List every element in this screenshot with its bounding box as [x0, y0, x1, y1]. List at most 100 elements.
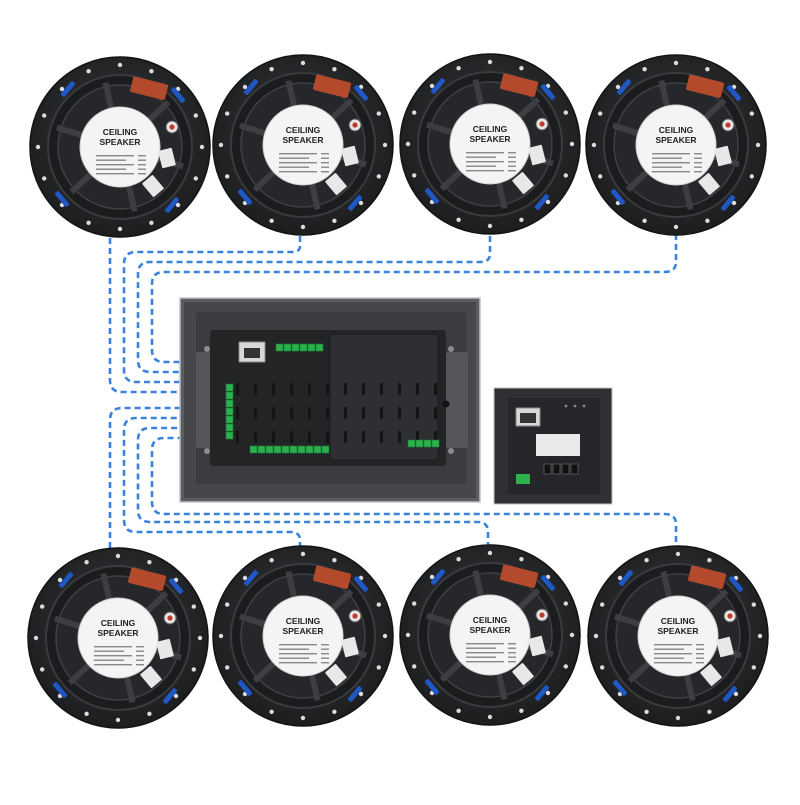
speaker-label	[449, 103, 531, 185]
speaker-label	[635, 104, 717, 186]
mounting-clip	[237, 680, 253, 696]
vent-slot	[416, 383, 419, 395]
spec-tag	[156, 638, 174, 660]
mounting-clip	[720, 195, 736, 211]
speaker-label-line2: SPEAKER	[99, 137, 140, 147]
spec-tag	[142, 175, 164, 197]
vent-slot	[308, 431, 311, 443]
cable-7	[136, 426, 490, 548]
vent-slot	[380, 383, 383, 395]
mounting-clip	[168, 578, 184, 594]
screw-icon	[448, 346, 454, 352]
tweeter-cover	[313, 74, 352, 98]
mounting-clip	[347, 195, 363, 211]
vent-slot	[290, 407, 293, 419]
speaker-label-line2: SPEAKER	[97, 628, 138, 638]
speaker-label-line1: CEILING	[661, 616, 696, 626]
control-terminal	[516, 474, 530, 484]
mounting-clip	[347, 686, 363, 702]
wall-control-panel	[493, 387, 613, 505]
control-connector	[561, 463, 570, 475]
tweeter-cover	[130, 76, 169, 100]
mounting-clip	[54, 191, 70, 207]
tweeter-cover	[686, 74, 725, 98]
screw-icon	[204, 448, 210, 454]
mounting-clip	[58, 572, 74, 588]
vent-slot	[236, 431, 239, 443]
right-bracket	[446, 352, 468, 448]
mounting-clip	[424, 188, 440, 204]
speaker-label-line1: CEILING	[286, 125, 321, 135]
screw-icon	[204, 346, 210, 352]
vent-slot	[416, 431, 419, 443]
spec-tag	[716, 636, 734, 658]
speaker-label	[79, 106, 161, 188]
heatsink-cover	[329, 333, 439, 461]
speaker-label-line1: CEILING	[473, 124, 508, 134]
spec-tag	[325, 173, 347, 195]
speaker-label-line2: SPEAKER	[282, 135, 323, 145]
mounting-clip	[616, 79, 632, 95]
speaker-label-line2: SPEAKER	[657, 626, 698, 636]
spec-tag	[512, 663, 534, 685]
vent-slot	[398, 407, 401, 419]
vent-slot	[398, 383, 401, 395]
mounting-clip	[430, 569, 446, 585]
mounting-clip	[534, 685, 550, 701]
vent-slot	[326, 431, 329, 443]
vent-slot	[434, 407, 437, 419]
mounting-clip	[430, 78, 446, 94]
spec-tag	[528, 144, 546, 166]
mounting-clip	[170, 87, 186, 103]
ceiling-speakers: CEILINGSPEAKERCEILINGSPEAKERCEILINGSPEAK…	[27, 53, 769, 729]
vent-slot	[416, 407, 419, 419]
mounting-clip	[353, 576, 369, 592]
cable-4	[150, 234, 678, 364]
speaker-label-line1: CEILING	[659, 125, 694, 135]
vent-slot	[380, 431, 383, 443]
knob-hole	[442, 400, 450, 408]
vent-slot	[290, 383, 293, 395]
mounting-clip	[540, 84, 556, 100]
tweeter-cover	[688, 565, 727, 589]
speaker-label-line1: CEILING	[473, 615, 508, 625]
control-devices	[179, 297, 613, 505]
vent-slot	[290, 431, 293, 443]
control-connector	[543, 463, 552, 475]
vent-slot	[236, 407, 239, 419]
vent-slot	[344, 407, 347, 419]
spec-tag	[140, 666, 162, 688]
ethernet-port-socket	[244, 348, 260, 358]
mounting-clip	[722, 686, 738, 702]
tweeter-cover	[128, 567, 167, 591]
spec-tag	[698, 173, 720, 195]
speaker-label-line2: SPEAKER	[469, 625, 510, 635]
mounting-clip	[52, 682, 68, 698]
spec-tag	[158, 147, 176, 169]
tweeter-cover	[500, 73, 539, 97]
speaker-label	[77, 597, 159, 679]
spec-tag	[512, 172, 534, 194]
speaker-label-line2: SPEAKER	[282, 626, 323, 636]
vent-slot	[362, 407, 365, 419]
vent-slot	[254, 431, 257, 443]
spec-tag	[528, 635, 546, 657]
mounting-clip	[60, 81, 76, 97]
screw-icon	[448, 448, 454, 454]
vent-slot	[344, 431, 347, 443]
vent-slot	[362, 383, 365, 395]
vent-slot	[344, 383, 347, 395]
vent-slot	[272, 383, 275, 395]
mounting-clip	[243, 79, 259, 95]
vent-slot	[254, 407, 257, 419]
mounting-clip	[353, 85, 369, 101]
spec-tag	[325, 664, 347, 686]
mounting-clip	[612, 680, 628, 696]
speaker-label-line1: CEILING	[286, 616, 321, 626]
vent-slot	[398, 431, 401, 443]
